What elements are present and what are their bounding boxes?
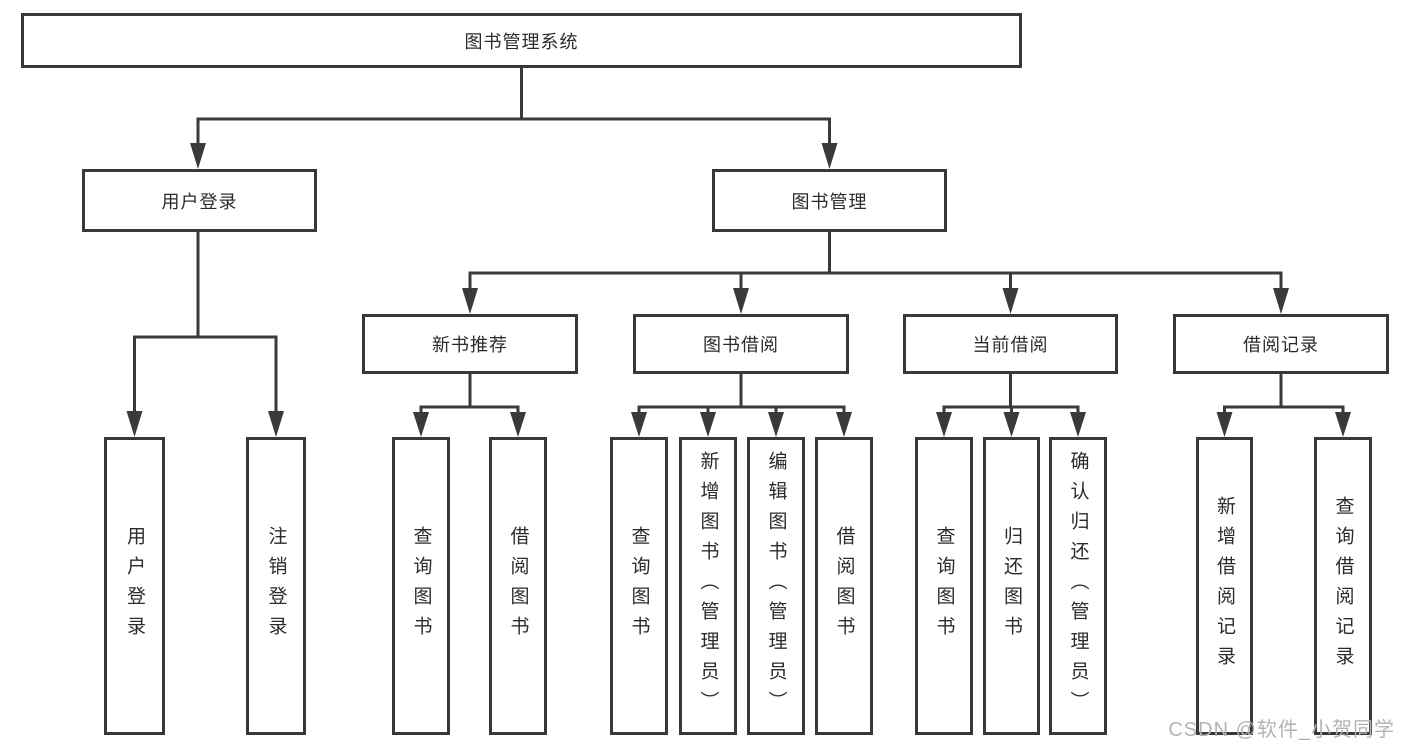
- leaf-user-login-label: 用户登录: [124, 526, 145, 646]
- leaf-query-book-2: 查询图书: [610, 437, 668, 735]
- leaf-borrow-book-2: 借阅图书: [815, 437, 873, 735]
- connector-root-to-level2: [190, 66, 838, 169]
- leaf-logout-label: 注销登录: [265, 526, 287, 646]
- node-book-mgmt-label: 图书管理: [791, 191, 868, 212]
- leaf-return-book-label: 归还图书: [1001, 526, 1022, 646]
- leaf-confirm-return: 确认归还（管理员）: [1049, 437, 1107, 735]
- node-user-login: 用户登录: [82, 169, 317, 232]
- leaf-borrow-book-1: 借阅图书: [489, 437, 547, 735]
- connector-new-book-rec-children: [413, 372, 526, 437]
- connector-user-login-children: [126, 231, 284, 437]
- leaf-edit-book: 编辑图书（管理员）: [747, 437, 805, 735]
- leaf-borrow-book-1-label: 借阅图书: [507, 526, 529, 646]
- node-current-borrow-label: 当前借阅: [972, 335, 1049, 355]
- connector-book-mgmt-children: [462, 231, 1289, 314]
- node-root-label: 图书管理系统: [464, 31, 579, 52]
- csdn-watermark: CSDN @软件_小贺同学: [1168, 719, 1395, 741]
- leaf-user-login: 用户登录: [104, 437, 165, 735]
- leaf-logout: 注销登录: [246, 437, 306, 735]
- leaf-query-book-3: 查询图书: [915, 437, 973, 735]
- leaf-edit-book-label: 编辑图书（管理员）: [765, 451, 787, 721]
- leaf-add-book: 新增图书（管理员）: [679, 437, 737, 735]
- connector-current-borrow-children: [936, 372, 1086, 437]
- node-book-borrow: 图书借阅: [633, 314, 849, 374]
- node-borrow-records-label: 借阅记录: [1243, 335, 1319, 355]
- leaf-confirm-return-label: 确认归还（管理员）: [1067, 451, 1089, 721]
- leaf-add-book-label: 新增图书（管理员）: [697, 451, 719, 721]
- node-user-login-label: 用户登录: [161, 191, 238, 212]
- node-root: 图书管理系统: [21, 13, 1022, 68]
- connector-borrow-records-children: [1216, 372, 1351, 437]
- node-new-book-rec: 新书推荐: [362, 314, 578, 374]
- leaf-query-book-3-label: 查询图书: [933, 526, 955, 646]
- leaf-query-borrow-record-label: 查询借阅记录: [1332, 496, 1354, 676]
- leaf-query-book-1-label: 查询图书: [410, 526, 432, 646]
- node-new-book-rec-label: 新书推荐: [432, 335, 508, 355]
- leaf-add-borrow-record-label: 新增借阅记录: [1214, 496, 1235, 676]
- leaf-return-book: 归还图书: [983, 437, 1040, 735]
- leaf-query-book-2-label: 查询图书: [628, 526, 650, 646]
- leaf-add-borrow-record: 新增借阅记录: [1196, 437, 1253, 735]
- leaf-query-book-1: 查询图书: [392, 437, 450, 735]
- node-borrow-records: 借阅记录: [1173, 314, 1389, 374]
- node-book-mgmt: 图书管理: [712, 169, 947, 232]
- node-current-borrow: 当前借阅: [903, 314, 1118, 374]
- node-book-borrow-label: 图书借阅: [703, 335, 779, 355]
- leaf-borrow-book-2-label: 借阅图书: [833, 526, 855, 646]
- connector-book-borrow-children: [631, 372, 852, 437]
- leaf-query-borrow-record: 查询借阅记录: [1314, 437, 1372, 735]
